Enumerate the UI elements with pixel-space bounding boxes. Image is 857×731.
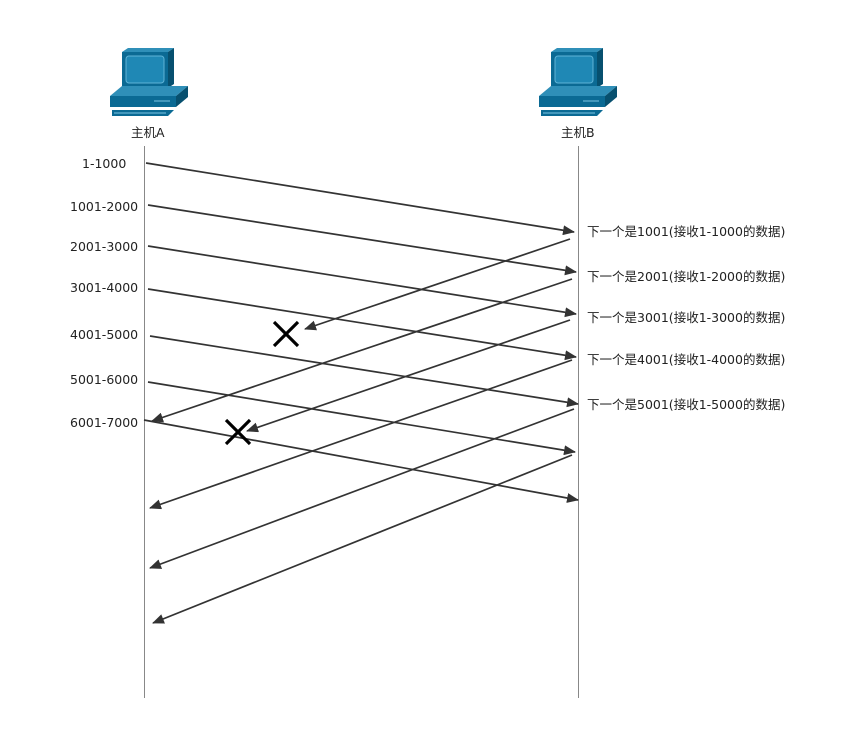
segment-label: 6001-7000 [70,415,138,430]
host-a-label: 主机A [131,125,165,140]
ack-label: 下一个是3001(接收1-3000的数据) [587,310,785,325]
host-b-label: 主机B [561,125,595,140]
ack-arrow [151,278,573,423]
data-segment-arrow [147,381,576,456]
segment-label: 1-1000 [82,156,126,171]
segment-label: 1001-2000 [70,199,138,214]
data-segment-arrow [145,162,575,236]
segment-label: 4001-5000 [70,327,138,342]
host-b-computer-icon [539,48,617,116]
ack-arrow-lost [246,319,571,433]
segment-label: 5001-6000 [70,372,138,387]
ack-label: 下一个是5001(接收1-5000的数据) [587,397,785,412]
segment-label: 2001-3000 [70,239,138,254]
ack-arrow-lost [304,238,571,331]
host-a-computer-icon [110,48,188,116]
data-segment-arrow [149,335,579,408]
ack-arrow [152,454,573,624]
data-segment-arrow [143,419,579,503]
data-segment-arrow [147,245,577,318]
segment-label: 3001-4000 [70,280,138,295]
ack-label: 下一个是2001(接收1-2000的数据) [587,269,785,284]
lost-x-icon [224,418,252,446]
ack-label: 下一个是4001(接收1-4000的数据) [587,352,785,367]
ack-arrow [149,359,573,510]
data-segment-arrow [147,204,577,276]
data-segment-arrow [147,288,577,361]
lost-x-icon [272,320,300,348]
ack-label: 下一个是1001(接收1-1000的数据) [587,224,785,239]
ack-arrow [149,408,575,569]
